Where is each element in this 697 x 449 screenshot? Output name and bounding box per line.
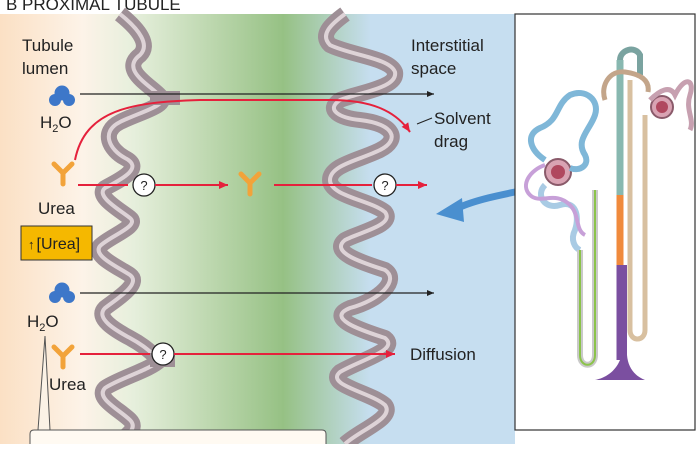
callout-box bbox=[29, 429, 327, 444]
urea-label-lower: Urea bbox=[49, 375, 86, 394]
urea-label-top: Urea bbox=[38, 199, 75, 218]
h2o-label-lower: H2O bbox=[27, 312, 59, 334]
basolateral-membrane-inner bbox=[324, 12, 398, 446]
proximal-convoluted-tubule-right bbox=[648, 79, 694, 132]
apical-transporter-label: ? bbox=[140, 178, 147, 193]
solvent-drag-label-1: Solvent bbox=[434, 109, 491, 128]
urea-concentration-label: ↑[Urea] bbox=[28, 236, 80, 253]
distal-tubule bbox=[617, 46, 643, 75]
proximal-convoluted-tubule-left bbox=[528, 90, 599, 173]
loop-of-henle-right bbox=[627, 80, 648, 342]
callout-arrowhead bbox=[436, 198, 464, 222]
solvent-drag-label-2: drag bbox=[434, 132, 468, 151]
solvent-drag-leader bbox=[416, 117, 433, 125]
tubule-lumen-label-2: lumen bbox=[22, 59, 68, 78]
paracellular-label: ? bbox=[159, 347, 166, 362]
nephron-panel bbox=[514, 13, 696, 431]
interstitial-label-1: Interstitial bbox=[411, 36, 484, 55]
nephron-illustration bbox=[524, 46, 694, 380]
thick-ascending-limb bbox=[601, 69, 651, 101]
h2o-label-top: H2O bbox=[40, 113, 72, 135]
solvent-drag-arrow bbox=[74, 99, 411, 161]
diffusion-label: Diffusion bbox=[410, 345, 476, 364]
afferent-loop-left bbox=[524, 163, 587, 237]
tubule-lumen-label-1: Tubule bbox=[22, 36, 73, 55]
interstitial-label-2: space bbox=[411, 59, 456, 78]
glomerulus-left-core bbox=[551, 165, 565, 179]
panel-title: B PROXIMAL TUBULE bbox=[6, 0, 181, 14]
glomerulus-right-core bbox=[656, 101, 668, 113]
loop-of-henle-left-inner bbox=[579, 190, 596, 366]
urea-concentration-box bbox=[20, 225, 93, 261]
basolateral-transporter-label: ? bbox=[381, 178, 388, 193]
